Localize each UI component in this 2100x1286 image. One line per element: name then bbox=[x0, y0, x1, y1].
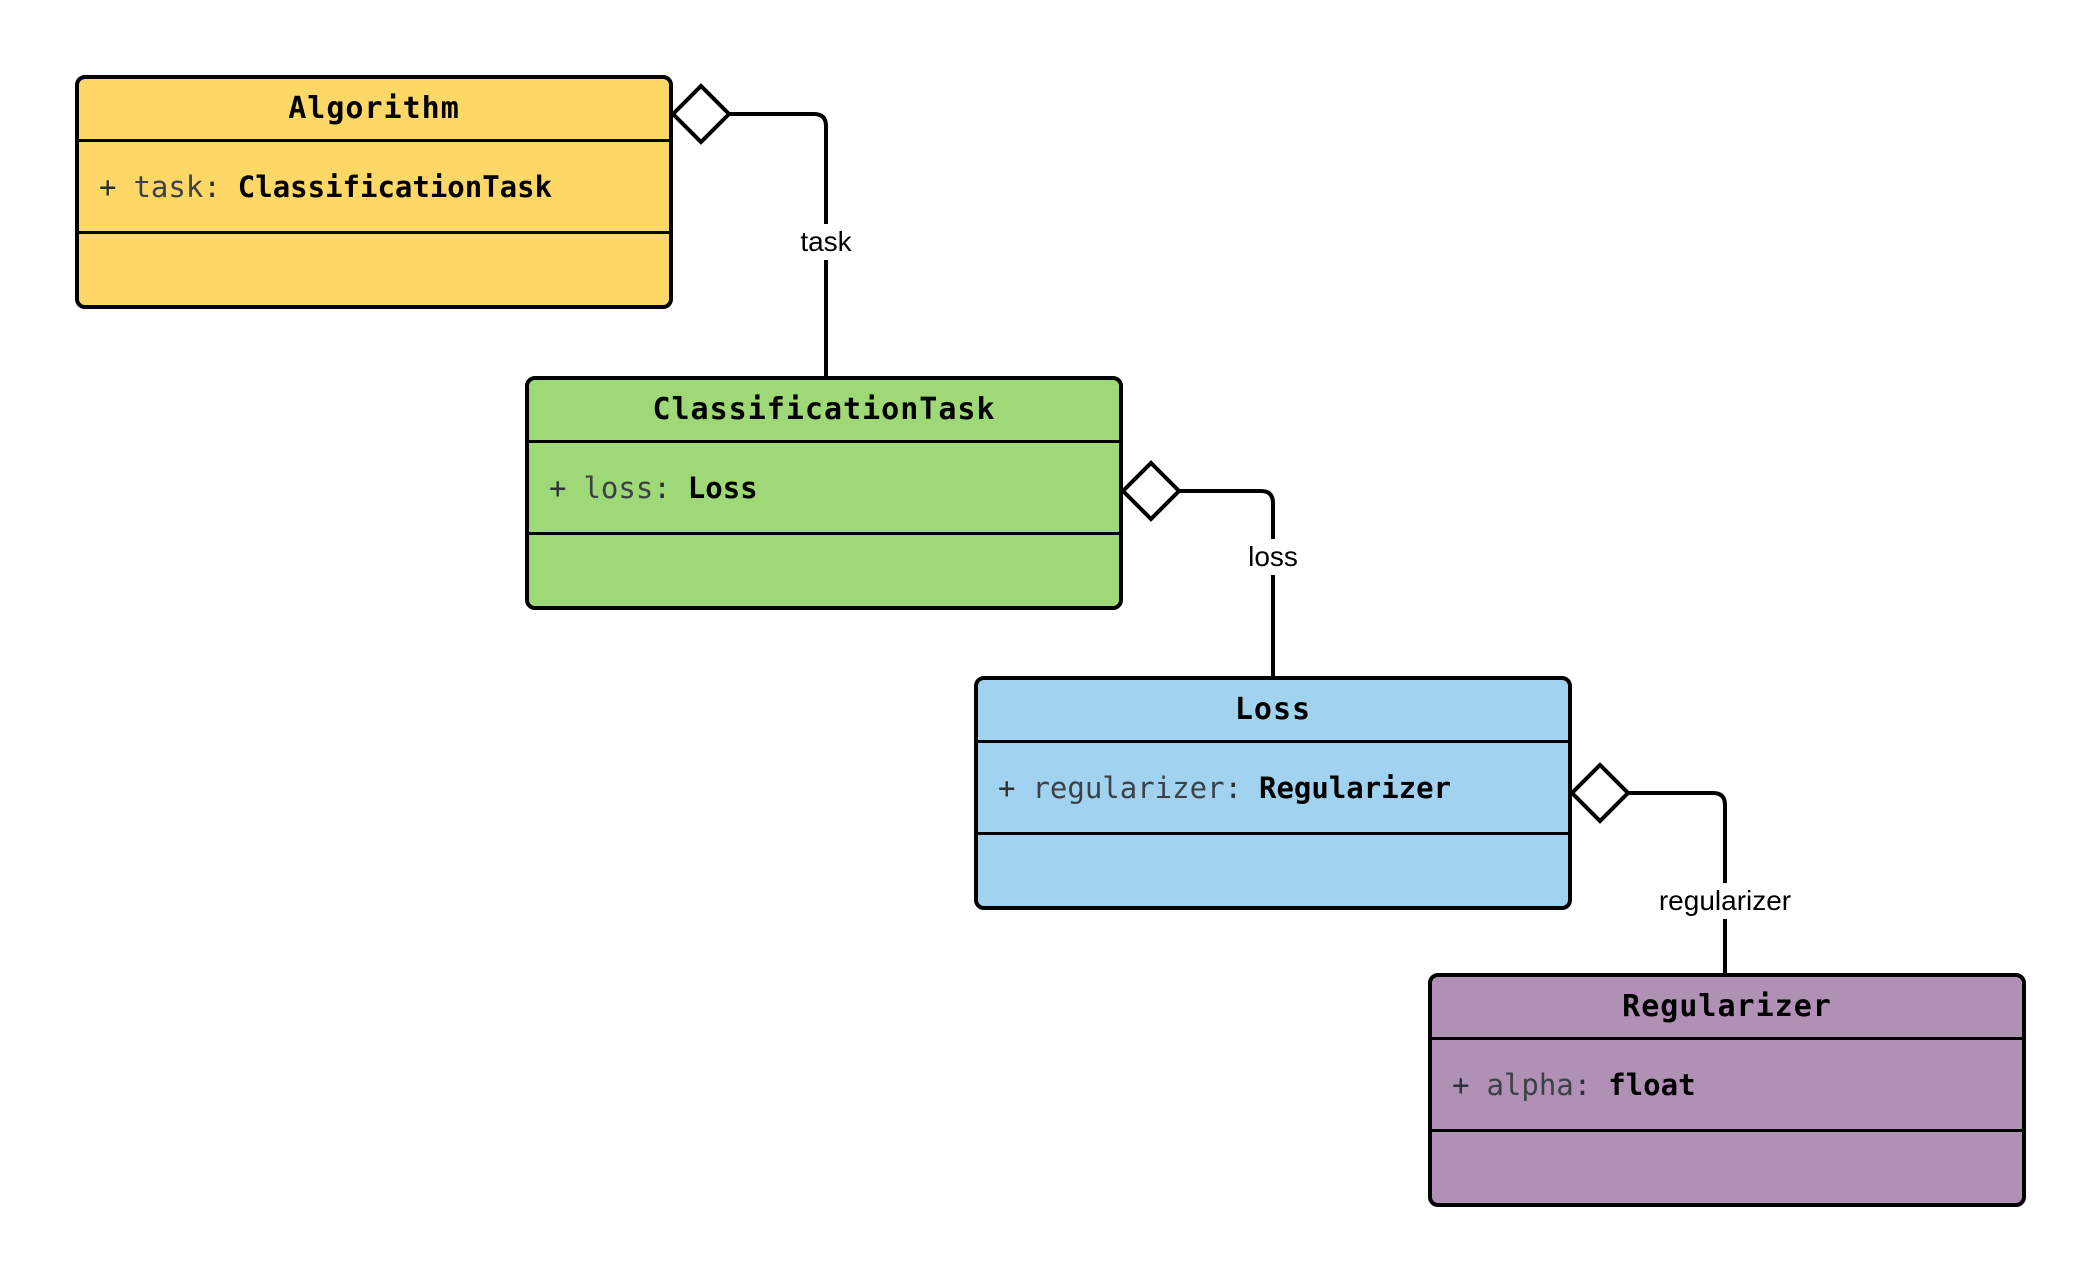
attribute-name: loss bbox=[583, 470, 654, 505]
class-attributes-section: + loss: Loss bbox=[529, 440, 1119, 532]
attribute-visibility: + bbox=[998, 770, 1016, 805]
edge-line-task bbox=[729, 112, 828, 380]
attribute-separator: : bbox=[653, 470, 671, 505]
class-algorithm[interactable]: Algorithm + task: ClassificationTask bbox=[75, 75, 673, 309]
attribute-type: Loss bbox=[687, 470, 758, 505]
class-attributes-section: + task: ClassificationTask bbox=[79, 139, 669, 231]
aggregation-diamond-icon bbox=[1120, 460, 1182, 522]
attribute-name: regularizer bbox=[1032, 770, 1225, 805]
class-title: Algorithm bbox=[288, 91, 460, 126]
edge-label-loss[interactable]: loss bbox=[1240, 539, 1306, 575]
edge-label-task[interactable]: task bbox=[792, 224, 860, 260]
class-loss[interactable]: Loss + regularizer: Regularizer bbox=[974, 676, 1572, 910]
class-methods-section bbox=[529, 532, 1119, 606]
attribute-type: Regularizer bbox=[1259, 770, 1452, 805]
class-attributes-section: + alpha: float bbox=[1432, 1037, 2022, 1129]
edge-label-regularizer[interactable]: regularizer bbox=[1650, 883, 1800, 919]
edge-line-loss bbox=[1179, 489, 1275, 680]
class-attributes-section: + regularizer: Regularizer bbox=[978, 740, 1568, 832]
aggregation-edge-regularizer[interactable] bbox=[1569, 762, 1727, 977]
attribute-visibility: + bbox=[99, 169, 117, 204]
aggregation-edge-task[interactable] bbox=[670, 83, 828, 380]
attribute-name: task bbox=[133, 169, 204, 204]
class-methods-section bbox=[79, 231, 669, 305]
attribute-type: float bbox=[1608, 1067, 1696, 1102]
attribute-type: ClassificationTask bbox=[237, 169, 553, 204]
edge-line-regularizer bbox=[1628, 791, 1727, 977]
class-methods-section bbox=[1432, 1129, 2022, 1203]
class-classificationtask[interactable]: ClassificationTask + loss: Loss bbox=[525, 376, 1123, 610]
class-regularizer[interactable]: Regularizer + alpha: float bbox=[1428, 973, 2026, 1207]
aggregation-diamond-icon bbox=[670, 83, 732, 145]
aggregation-edge-loss[interactable] bbox=[1120, 460, 1275, 680]
attribute-visibility: + bbox=[1452, 1067, 1470, 1102]
aggregation-diamond-icon bbox=[1569, 762, 1631, 824]
class-title: Regularizer bbox=[1622, 989, 1832, 1024]
class-methods-section bbox=[978, 832, 1568, 906]
class-title: Loss bbox=[1234, 692, 1312, 727]
attribute-name: alpha bbox=[1486, 1067, 1574, 1102]
attribute-separator: : bbox=[203, 169, 221, 204]
attribute-separator: : bbox=[1573, 1067, 1592, 1102]
attribute-separator: : bbox=[1224, 770, 1242, 805]
attribute-visibility: + bbox=[549, 470, 567, 505]
class-title: ClassificationTask bbox=[652, 392, 996, 427]
